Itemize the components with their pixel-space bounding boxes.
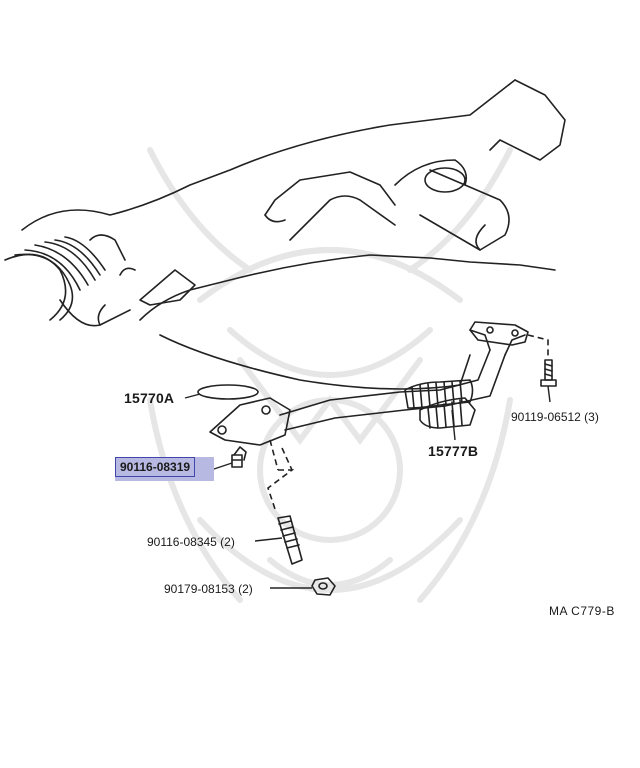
dash-line-flange-lower <box>281 447 293 471</box>
crank-pulley <box>4 236 106 321</box>
part-label-90179-08153[interactable]: 90179-08153 (2) <box>164 582 253 596</box>
oil-filter <box>419 167 510 251</box>
part-label-15777b[interactable]: 15777B <box>428 443 479 459</box>
part-label-90119-06512[interactable]: 90119-06512 (3) <box>511 410 599 424</box>
gasket-15770a <box>197 384 259 400</box>
part-label-90116-08345[interactable]: 90116-08345 (2) <box>147 535 235 549</box>
leader-90116-08345 <box>254 537 283 542</box>
part-label-90116-08319[interactable]: 90116-08319 <box>115 457 196 477</box>
nut-90179-08153 <box>311 577 336 596</box>
bolt-90116-08319 <box>231 446 247 468</box>
leader-15777b <box>451 409 456 441</box>
leader-15770a <box>184 393 201 399</box>
selected-part-highlight <box>115 457 214 481</box>
leader-90116-08319 <box>213 462 233 470</box>
leader-90119 <box>547 385 551 403</box>
stud-90116-08345 <box>277 515 303 565</box>
watermark-logo <box>147 147 513 603</box>
dash-line-flange-upper <box>269 439 279 471</box>
bolt-90119-06512 <box>540 359 557 387</box>
diagram-reference-code: MA C779-B <box>549 604 615 618</box>
part-label-15770a[interactable]: 15770A <box>124 390 175 406</box>
engine-block <box>21 79 566 390</box>
dash-line-bolt-90119 <box>527 334 549 356</box>
